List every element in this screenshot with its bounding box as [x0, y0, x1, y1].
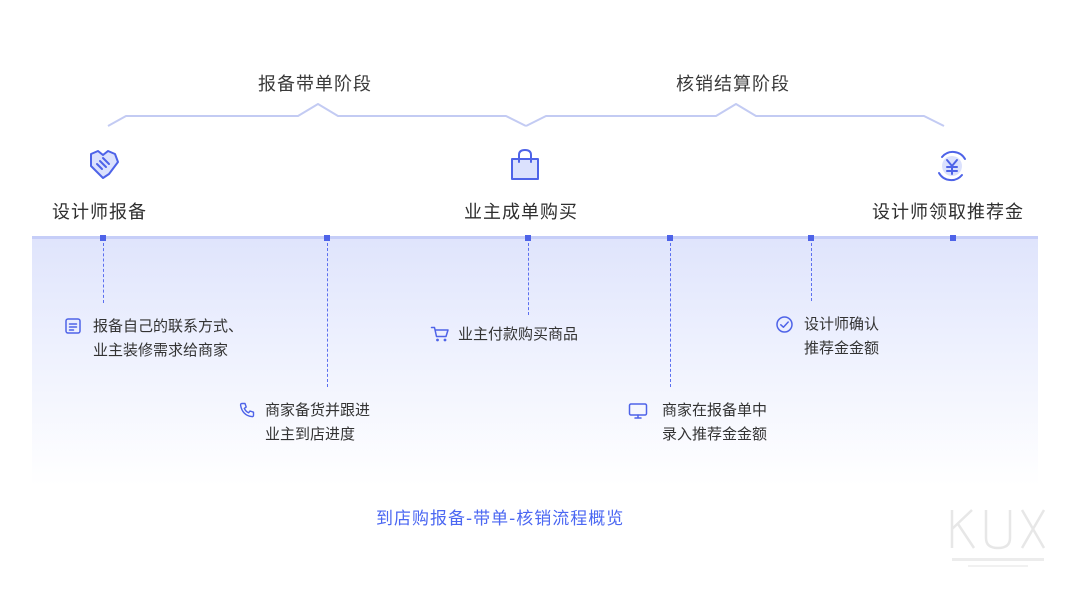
phase-label-reporting: 报备带单阶段	[258, 74, 372, 95]
yuan-refresh-icon	[934, 148, 970, 184]
timeline-dot	[100, 235, 106, 241]
step-text-line: 报备自己的联系方式、	[93, 317, 244, 335]
watermark-logo	[950, 509, 1046, 567]
timeline-dot	[808, 235, 814, 241]
connector-line	[528, 243, 529, 315]
timeline-dot	[525, 235, 531, 241]
cart-icon	[430, 325, 450, 343]
check-circle-icon	[775, 315, 794, 334]
step-text-line: 业主付款购买商品	[458, 325, 579, 343]
step-text-line: 商家备货并跟进	[265, 401, 371, 419]
milestone-label-designer-reward: 设计师领取推荐金	[872, 202, 1024, 223]
handshake-icon	[85, 148, 121, 182]
step-text-merchant-followup: 商家备货并跟进 业主到店进度	[265, 398, 370, 446]
monitor-icon	[628, 402, 648, 420]
step-text-owner-pay: 业主付款购买商品	[458, 322, 578, 346]
document-icon	[64, 317, 82, 335]
timeline-axis	[32, 236, 1038, 239]
shopping-bag-icon	[508, 147, 542, 183]
timeline-dot	[667, 235, 673, 241]
step-text-line: 业主装修需求给商家	[93, 341, 229, 359]
timeline-dot	[950, 235, 956, 241]
phase-bracket-reporting	[107, 103, 527, 127]
step-text-designer-confirm: 设计师确认 推荐金金额	[804, 312, 879, 360]
timeline-band	[32, 236, 1038, 486]
step-text-line: 商家在报备单中	[662, 401, 768, 419]
phase-label-settlement: 核销结算阶段	[676, 74, 790, 95]
step-text-line: 推荐金金额	[804, 339, 880, 357]
step-text-line: 业主到店进度	[265, 425, 356, 443]
step-text-merchant-entry: 商家在报备单中 录入推荐金金额	[662, 398, 767, 446]
step-text-report-contact: 报备自己的联系方式、 业主装修需求给商家	[93, 314, 243, 362]
timeline-dot	[324, 235, 330, 241]
phase-brackets	[107, 103, 945, 127]
phone-icon	[238, 401, 256, 419]
phase-bracket-settlement	[525, 103, 945, 127]
step-text-line: 录入推荐金金额	[662, 425, 768, 443]
milestone-label-designer-report: 设计师报备	[52, 202, 147, 223]
step-text-line: 设计师确认	[804, 315, 880, 333]
connector-line	[327, 243, 328, 387]
diagram-caption: 到店购报备-带单-核销流程概览	[376, 509, 625, 529]
connector-line	[670, 243, 671, 387]
milestone-label-owner-purchase: 业主成单购买	[464, 202, 578, 223]
connector-line	[103, 243, 104, 303]
connector-line	[811, 243, 812, 301]
